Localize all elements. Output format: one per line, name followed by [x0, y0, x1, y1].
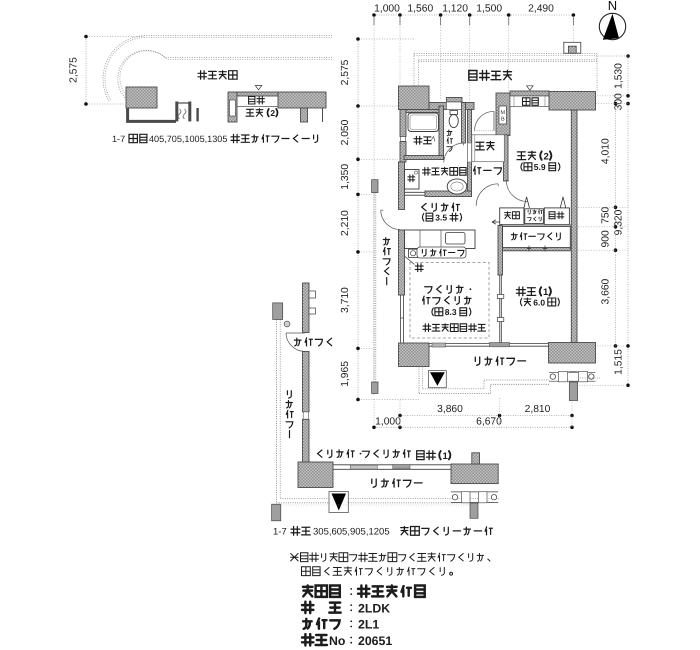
- svg-text:2LDK: 2LDK: [358, 601, 390, 615]
- svg-text:1,350: 1,350: [340, 164, 351, 190]
- svg-text:305,605,905,1205: 305,605,905,1205: [313, 527, 390, 538]
- svg-text:2,490: 2,490: [528, 4, 554, 15]
- svg-text:2L1: 2L1: [358, 618, 379, 632]
- svg-text:1-7: 1-7: [112, 134, 125, 144]
- svg-text:B: B: [501, 117, 505, 123]
- svg-text:1,000: 1,000: [375, 416, 401, 427]
- svg-text:1,965: 1,965: [340, 361, 351, 387]
- svg-text:1: 1: [443, 451, 449, 462]
- svg-text:1,500: 1,500: [476, 4, 502, 15]
- svg-text:750: 750: [600, 206, 611, 223]
- svg-text:3,710: 3,710: [340, 287, 351, 313]
- svg-text:9,320: 9,320: [614, 209, 625, 235]
- svg-text:3.5: 3.5: [435, 213, 447, 223]
- svg-text:2: 2: [270, 108, 275, 118]
- svg-text:1-7: 1-7: [273, 527, 287, 538]
- svg-text:3,860: 3,860: [437, 404, 463, 415]
- svg-text:20651: 20651: [358, 634, 392, 648]
- svg-text:300: 300: [614, 93, 625, 110]
- svg-text:8.3: 8.3: [445, 307, 457, 317]
- svg-text:1,560: 1,560: [407, 4, 433, 15]
- svg-text:2,050: 2,050: [340, 119, 351, 145]
- svg-text:1,000: 1,000: [374, 4, 400, 15]
- svg-text:No: No: [329, 634, 346, 648]
- svg-text:2,210: 2,210: [340, 210, 351, 236]
- svg-text:M: M: [501, 110, 506, 116]
- svg-text:4,010: 4,010: [600, 138, 611, 164]
- svg-text:N: N: [608, 0, 617, 13]
- svg-text:6,670: 6,670: [476, 416, 502, 427]
- svg-text:1,530: 1,530: [614, 63, 625, 89]
- svg-text:405,705,1005,1305: 405,705,1005,1305: [149, 134, 227, 144]
- svg-text:2,575: 2,575: [69, 57, 80, 83]
- svg-text:1,515: 1,515: [614, 349, 625, 375]
- svg-text:2: 2: [544, 151, 549, 162]
- svg-text:5.9: 5.9: [534, 162, 546, 172]
- svg-text:2,810: 2,810: [525, 404, 551, 415]
- svg-text:2,575: 2,575: [340, 59, 351, 85]
- svg-text:3,660: 3,660: [600, 278, 611, 304]
- svg-text:6.0: 6.0: [533, 297, 545, 307]
- svg-text:1: 1: [543, 287, 549, 298]
- svg-text:900: 900: [600, 230, 611, 247]
- svg-text:1,120: 1,120: [442, 4, 468, 15]
